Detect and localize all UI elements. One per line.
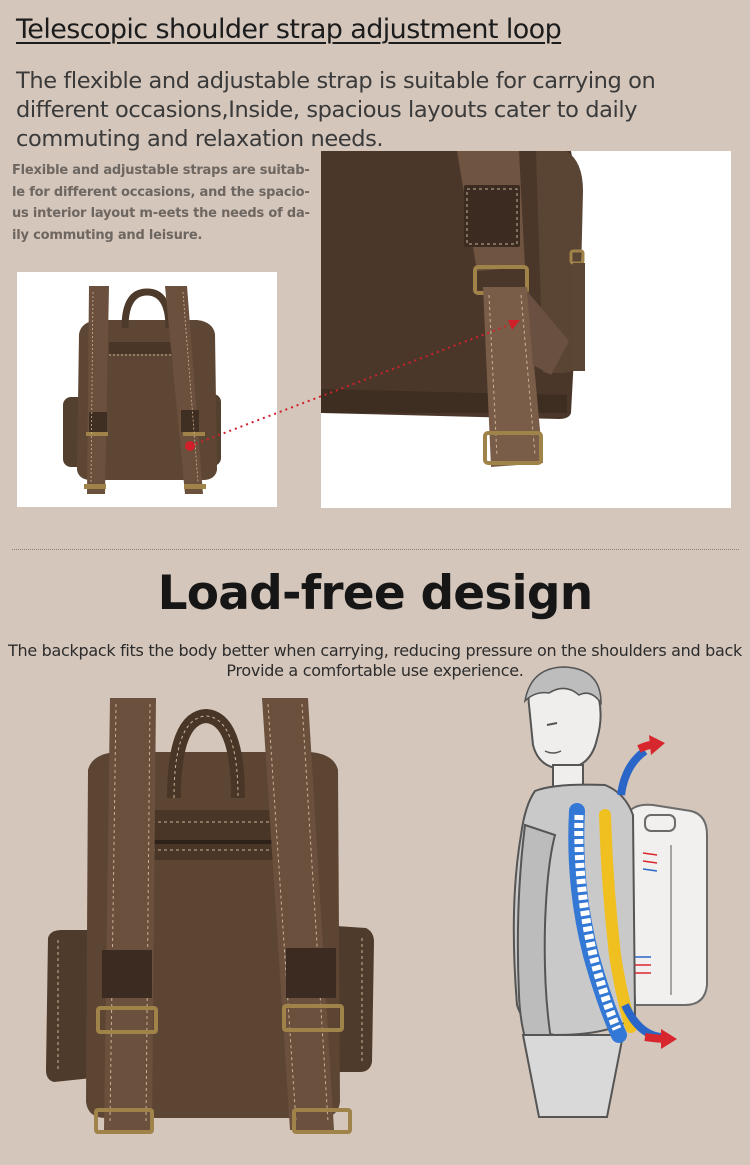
backpack-back-photo-large (46, 698, 374, 1134)
section-divider (12, 549, 739, 550)
backpack-back-illustration-small (63, 286, 221, 494)
caption-line: Flexible and adjustable straps are suita… (12, 163, 310, 178)
caption-line: ily commuting and leisure. (12, 227, 203, 243)
design-section-title: Load-free design (157, 566, 594, 621)
ergonomic-figure-illustration (512, 666, 708, 1118)
strap-closeup-illustration (321, 151, 585, 467)
strap-section-caption: Flexible and adjustable straps are suita… (12, 160, 322, 246)
design-description-line: The backpack fits the body better when c… (8, 641, 742, 660)
design-description-line: Provide a comfortable use experience. (226, 661, 524, 680)
red-dotted-pointer-icon (185, 320, 520, 451)
strap-section-title: Telescopic shoulder strap adjustment loo… (16, 14, 562, 45)
strap-closeup-photo (321, 151, 731, 508)
design-section-description: The backpack fits the body better when c… (0, 641, 750, 681)
caption-line: us interior layout m-eets the needs of d… (12, 206, 310, 221)
strap-section-description: The flexible and adjustable strap is sui… (16, 68, 656, 152)
backpack-back-photo-small (17, 272, 277, 507)
caption-line: le for different occasions, and the spac… (12, 184, 310, 200)
